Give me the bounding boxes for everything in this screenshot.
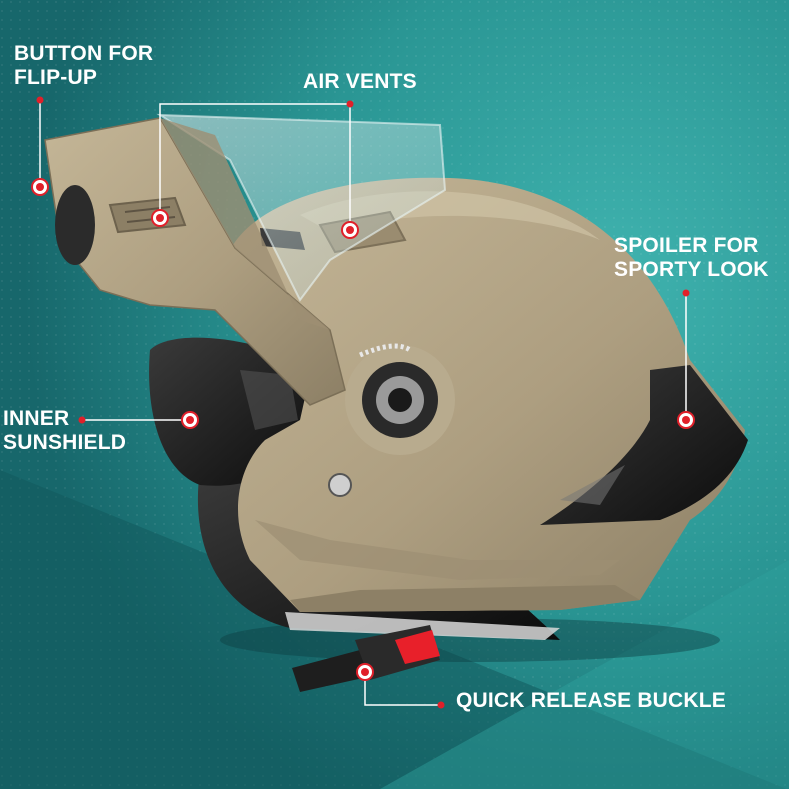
buckle-label-dot [437,701,445,709]
rear-spoiler [540,365,748,525]
clear-visor [156,113,447,302]
flip-up-label-line2: FLIP-UP [14,66,98,89]
airvents-branch-line [159,103,350,218]
diagonal-light-band [380,560,789,789]
pivot-teeth [359,343,412,358]
airvents-label-dot [346,100,354,108]
shell-crease [255,520,620,580]
pivot-center [388,388,412,412]
air-vents-label-line1: AIR VENTS [303,70,417,93]
chin-bar [44,117,346,406]
buckle-label-line1: QUICK RELEASE BUCKLE [456,689,727,712]
sunshield-label-line1: INNER [3,407,70,430]
chin-strap [292,650,372,692]
spoiler-label-line1: SPOILER FOR [614,234,759,257]
spoiler-reflection [560,465,625,505]
side-chrome-button [328,473,352,497]
chin-air-vent [108,196,187,234]
callout-lines [39,100,687,706]
spoiler-label: SPOILER FOR SPORTY LOOK [614,234,769,282]
sunshield-label-line2: SUNSHIELD [3,431,127,454]
air-vents-label: AIR VENTS [303,70,417,94]
buckle-leader-line [364,672,441,706]
quick-release-buckle [395,630,440,664]
flip-up-label-line1: BUTTON FOR [14,42,154,65]
flip-up-button-label: BUTTON FOR FLIP-UP [14,42,153,90]
shell-ridge [290,585,640,612]
flipup-label-dot [36,96,44,104]
flip-up-button-housing [55,185,95,265]
chin-bar-edge [160,118,330,330]
inner-sunshield-label: INNER SUNSHIELD [3,407,126,455]
sunshield-label-dot [78,416,86,424]
quick-release-buckle-label: QUICK RELEASE BUCKLE [456,689,726,713]
chin-vent-grille [285,612,560,640]
callout-markers [31,96,695,709]
spoiler-label-line2: SPORTY LOOK [614,258,769,281]
spoiler-label-dot [682,289,690,297]
sunshield-reflection [240,370,298,430]
